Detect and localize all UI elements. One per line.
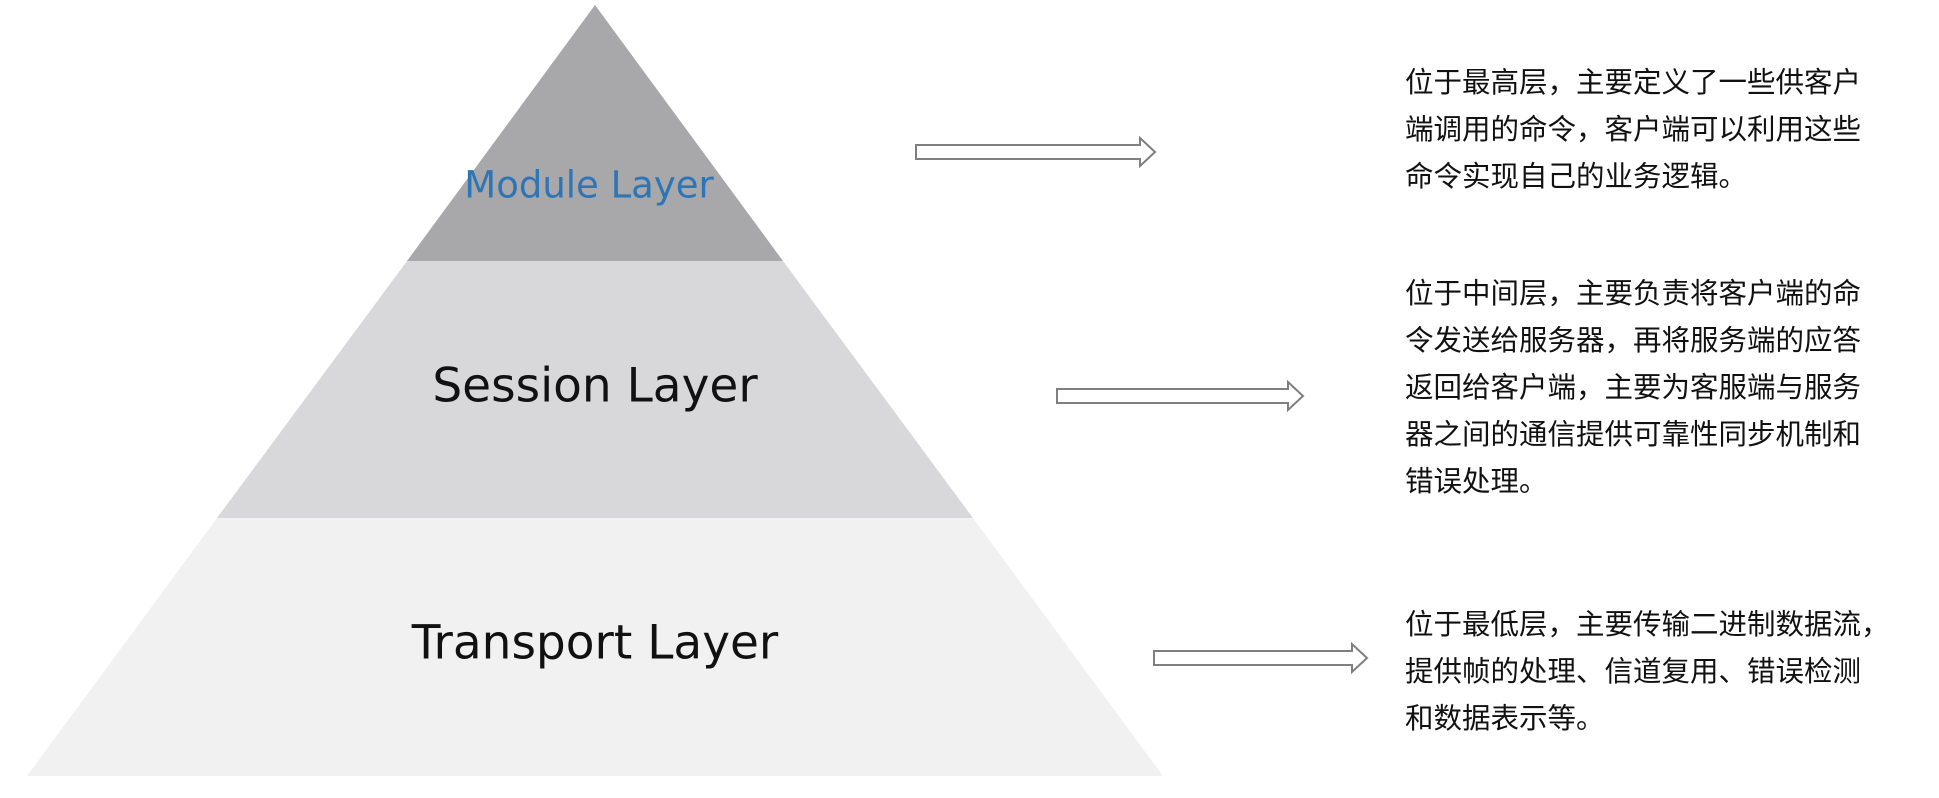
session-layer-description: 位于中间层，主要负责将客户端的命 令发送给服务器，再将服务端的应答 返回给客户端… — [1405, 270, 1861, 505]
description-line: 位于最低层，主要传输二进制数据流， — [1405, 608, 1890, 641]
description-line: 位于最高层，主要定义了一些供客户 — [1405, 66, 1862, 99]
module-layer-description: 位于最高层，主要定义了一些供客户 端调用的命令，客户端可以利用这些 命令实现自己… — [1405, 59, 1861, 200]
description-line: 命令实现自己的业务逻辑。 — [1405, 160, 1748, 193]
arrow-right-icon — [1056, 379, 1305, 413]
description-line: 端调用的命令，客户端可以利用这些 — [1405, 113, 1862, 146]
pyramid-tier-session — [217, 261, 973, 518]
description-line: 令发送给服务器，再将服务端的应答 — [1405, 324, 1862, 357]
pyramid-tier-transport — [27, 518, 1163, 776]
transport-layer-description: 位于最低层，主要传输二进制数据流， 提供帧的处理、信道复用、错误检测 和数据表示… — [1405, 601, 1890, 742]
module-layer-label: Module Layer — [464, 163, 714, 207]
transport-layer-label: Transport Layer — [411, 615, 779, 671]
description-line: 和数据表示等。 — [1405, 702, 1605, 735]
description-line: 提供帧的处理、信道复用、错误检测 — [1405, 655, 1862, 688]
arrow-right-icon — [915, 135, 1157, 169]
session-layer-label: Session Layer — [432, 358, 758, 414]
pyramid-tier-module — [407, 5, 783, 261]
description-line: 位于中间层，主要负责将客户端的命 — [1405, 277, 1862, 310]
arrow-right-icon — [1153, 641, 1369, 675]
description-line: 返回给客户端，主要为客服端与服务 — [1405, 371, 1862, 404]
description-line: 器之间的通信提供可靠性同步机制和 — [1405, 418, 1862, 451]
description-line: 错误处理。 — [1405, 465, 1548, 498]
